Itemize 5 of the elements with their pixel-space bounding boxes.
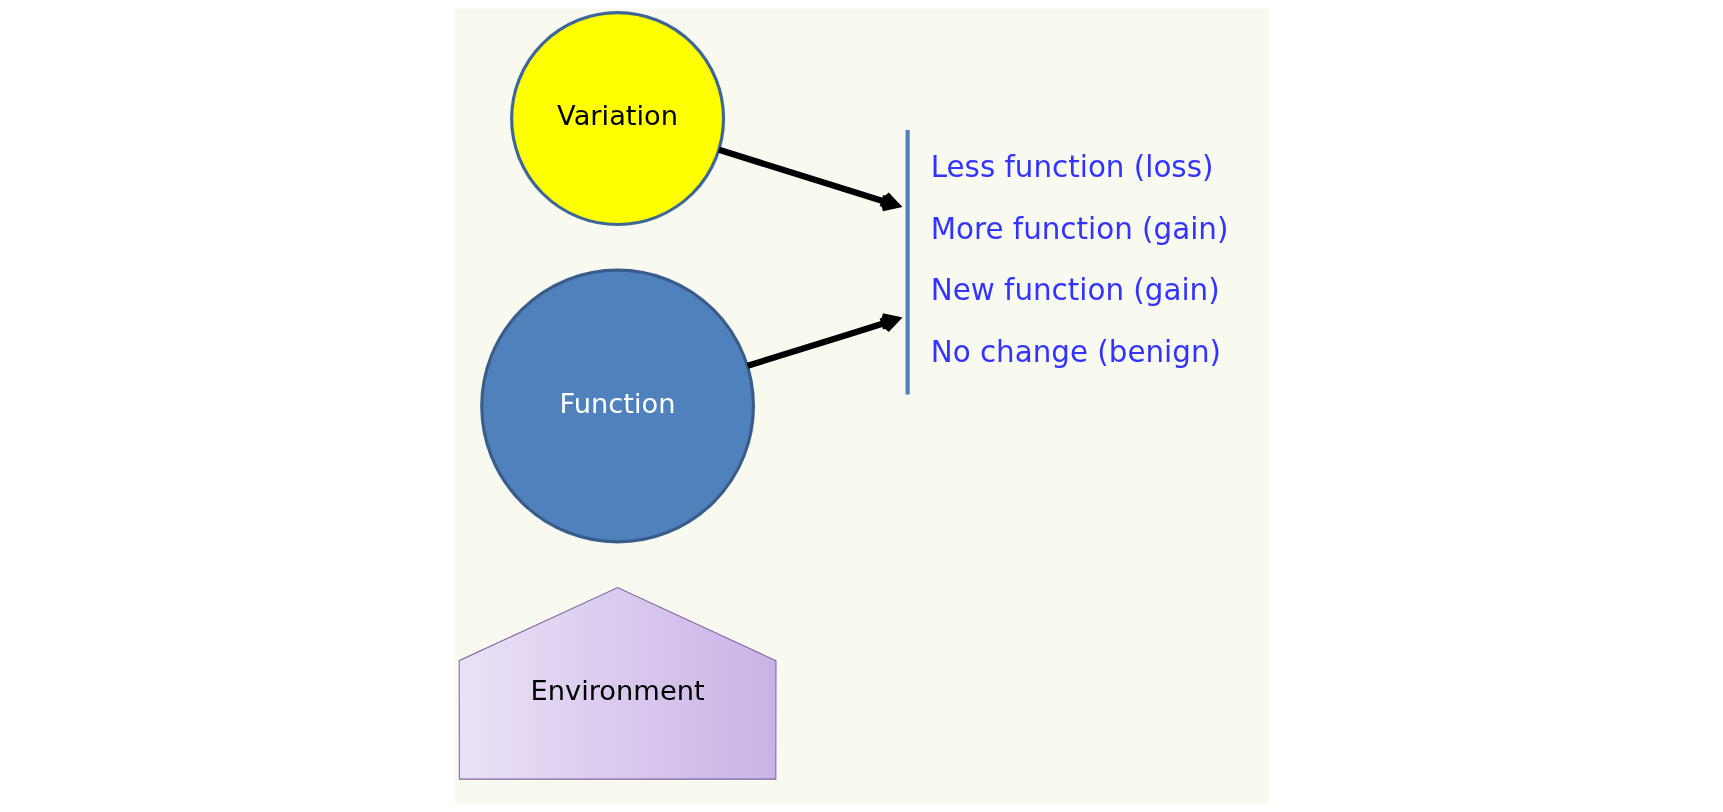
node-text: Less function (loss) More function (gain) New function (gain) No change (benign) [930,149,1228,370]
arrow [717,146,900,212]
node-circle: Variation [509,11,725,227]
node-circle: Function [479,268,755,544]
arrow [746,313,900,369]
